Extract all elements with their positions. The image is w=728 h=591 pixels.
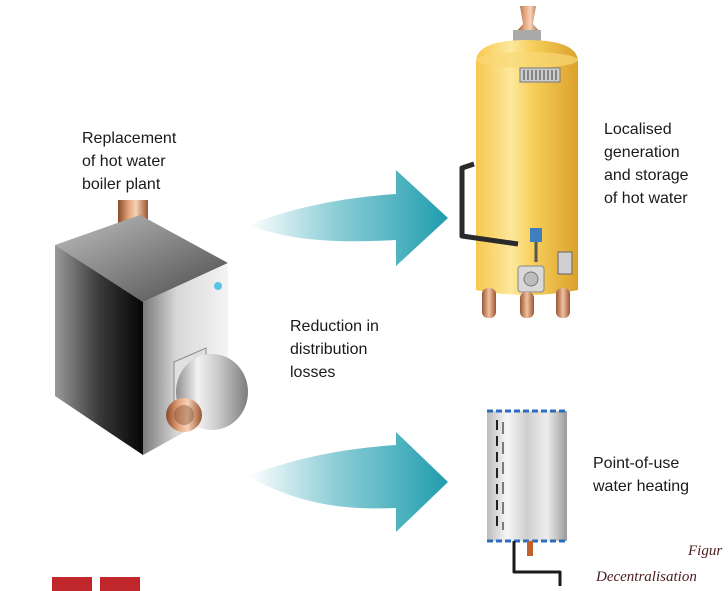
label-boiler-replacement: Replacement of hot water boiler plant bbox=[82, 130, 177, 193]
heater-relief-pipe bbox=[459, 161, 519, 247]
label-distribution-losses: Reduction in distribution losses bbox=[290, 318, 379, 381]
heater-leg-middle bbox=[520, 292, 534, 318]
label-localised-generation: Localised generation and storage of hot … bbox=[604, 121, 689, 207]
figure-label: Figur bbox=[688, 543, 723, 559]
storage-water-heater-illustration bbox=[459, 6, 578, 318]
boiler-plant-illustration bbox=[55, 200, 248, 455]
figure-title: Decentralisation bbox=[596, 569, 697, 585]
arrow-to-point-of-use bbox=[248, 432, 448, 532]
heater-leg-left bbox=[482, 288, 496, 318]
label-point-of-use: Point-of-use water heating bbox=[593, 455, 690, 495]
arrow-to-storage-heater bbox=[248, 170, 448, 266]
point-of-use-heater-illustration bbox=[487, 409, 567, 586]
heater-flue bbox=[516, 6, 540, 32]
heater-leg-right bbox=[556, 288, 570, 318]
logo-block-left bbox=[52, 577, 92, 591]
boiler-indicator-light bbox=[214, 282, 222, 290]
point-of-use-pipe bbox=[512, 541, 562, 586]
heater-valve bbox=[530, 228, 542, 242]
boiler-burner bbox=[166, 347, 248, 432]
logo-block-right bbox=[100, 577, 140, 591]
